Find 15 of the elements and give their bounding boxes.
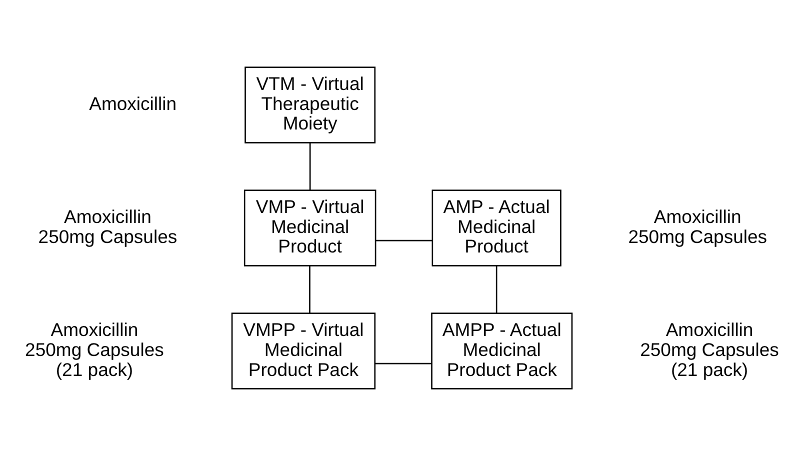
node-box: VMPP - Virtual Medicinal Product Pack: [231, 312, 376, 390]
connector: [496, 266, 498, 313]
node-label: Amoxicillin 250mg Capsules (21 pack): [640, 319, 779, 380]
node-label: Amoxicillin 250mg Capsules (21 pack): [25, 319, 164, 380]
node-box: AMPP - Actual Medicinal Product Pack: [431, 312, 573, 390]
connector: [309, 266, 310, 313]
connector: [376, 240, 432, 242]
node-label: Amoxicillin 250mg Capsules: [628, 206, 768, 247]
connector: [375, 362, 432, 364]
node-box: VTM - Virtual Therapeutic Moiety: [244, 66, 376, 144]
node-label: Amoxicillin 250mg Capsules: [38, 206, 178, 247]
node-label: Amoxicillin: [89, 92, 177, 114]
node-box: VMP - Virtual Medicinal Product: [244, 190, 376, 266]
connector: [309, 142, 311, 190]
node-box: AMP - Actual Medicinal Product: [432, 190, 562, 266]
